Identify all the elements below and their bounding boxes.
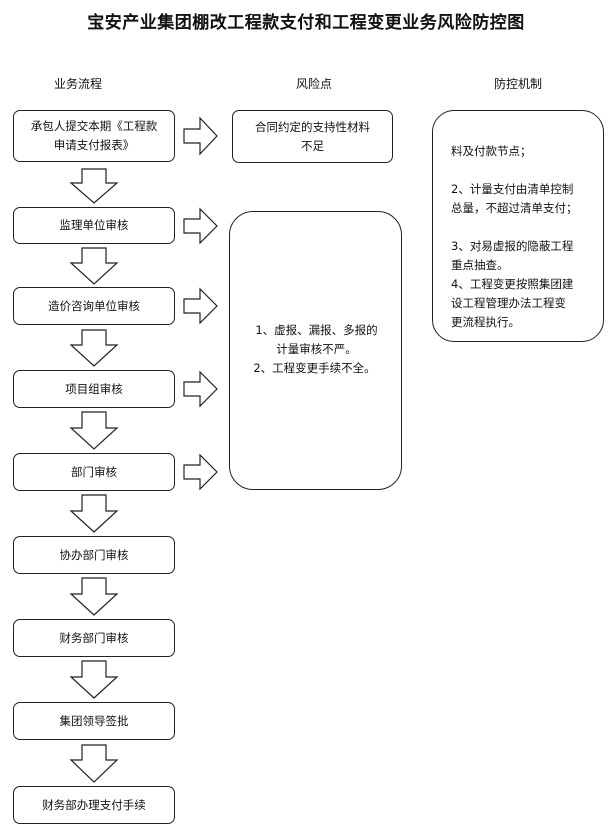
- step-cost-consult-label: 造价咨询单位审核: [48, 298, 140, 313]
- step-leader-label: 集团领导签批: [59, 713, 129, 728]
- step-project-team-review: 项目组审核: [13, 370, 175, 408]
- step-submit-line-1: 承包人提交本期《工程款: [30, 119, 158, 133]
- control-line-1: 料及付款节点；: [451, 144, 532, 158]
- step-department-review: 部门审核: [13, 453, 175, 491]
- risk-top-line-1: 合同约定的支持性材料: [255, 119, 370, 134]
- risk-main-line-1: 1、虚报、漏报、多报的: [255, 323, 378, 337]
- step-payment-processing: 财务部办理支付手续: [13, 786, 175, 824]
- right-arrow-5: [183, 453, 218, 491]
- step-cost-consult-review: 造价咨询单位审核: [13, 287, 175, 325]
- control-line-5: 重点抽查。: [451, 258, 509, 272]
- risk-main-line-3: 2、工程变更手续不全。: [253, 361, 376, 375]
- header-control: 防控机制: [493, 77, 542, 91]
- control-line-4: 3、对易虚报的隐蔽工程: [451, 239, 574, 253]
- page-title: 宝安产业集团棚改工程款支付和工程变更业务风险防控图: [87, 13, 525, 33]
- control-line-8: 更流程执行。: [451, 315, 520, 329]
- step-department-label: 部门审核: [71, 464, 117, 479]
- right-arrow-2: [183, 207, 218, 245]
- step-leader-approval: 集团领导签批: [13, 702, 175, 740]
- control-line-3: 总量，不超过清单支付；: [451, 201, 578, 215]
- down-arrow-6: [69, 577, 119, 616]
- control-line-7: 设工程管理办法工程变: [451, 296, 566, 310]
- right-arrow-3: [183, 287, 218, 325]
- step-payment-label: 财务部办理支付手续: [42, 797, 146, 812]
- step-project-team-label: 项目组审核: [65, 381, 123, 396]
- down-arrow-4: [69, 411, 119, 450]
- header-risk: 风险点: [295, 77, 332, 91]
- risk-main-box: 1、虚报、漏报、多报的 计量审核不严。 2、工程变更手续不全。: [229, 211, 402, 490]
- step-finance-label: 财务部门审核: [59, 630, 129, 645]
- risk-top-line-2: 不足: [301, 138, 324, 153]
- control-line-2: 2、计量支付由清单控制: [451, 182, 574, 196]
- down-arrow-7: [69, 660, 119, 699]
- step-finance-review: 财务部门审核: [13, 619, 175, 657]
- right-arrow-1: [183, 116, 218, 156]
- risk-top-box: 合同约定的支持性材料 不足: [232, 110, 393, 163]
- step-co-department-label: 协办部门审核: [59, 547, 129, 562]
- down-arrow-8: [69, 744, 119, 783]
- step-co-department-review: 协办部门审核: [13, 536, 175, 574]
- step-submit-application: 承包人提交本期《工程款 申请支付报表》: [13, 110, 175, 162]
- control-line-6: 4、工程变更按照集团建: [451, 277, 574, 291]
- control-measures-box: 料及付款节点； 2、计量支付由清单控制 总量，不超过清单支付； 3、对易虚报的隐…: [432, 110, 604, 342]
- down-arrow-2: [69, 247, 119, 285]
- step-submit-line-2: 申请支付报表》: [53, 138, 135, 152]
- down-arrow-5: [69, 494, 119, 533]
- header-process: 业务流程: [53, 77, 102, 91]
- risk-main-line-2: 计量审核不严。: [276, 342, 357, 356]
- step-supervision-review: 监理单位审核: [13, 207, 175, 244]
- down-arrow-3: [69, 329, 119, 367]
- down-arrow-1: [69, 168, 119, 204]
- step-supervision-label: 监理单位审核: [59, 218, 129, 232]
- right-arrow-4: [183, 370, 218, 408]
